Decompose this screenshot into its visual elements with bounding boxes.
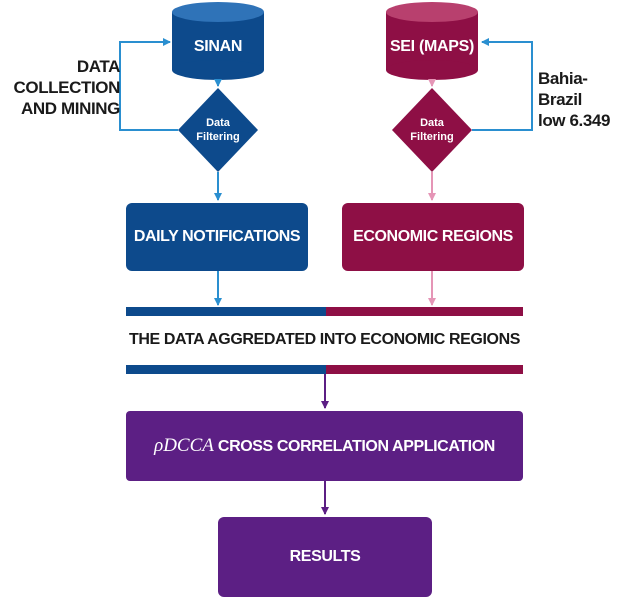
right-filter-label: Data Filtering (402, 116, 462, 144)
annotation-right-line1: Bahia-Brazil (538, 69, 588, 109)
annotation-right-line2: low 6.349 (538, 111, 610, 130)
annotation-left-line1: DATA (76, 57, 120, 76)
left-filter-line1: Data (206, 117, 230, 129)
annotation-left-line2: COLLECTION (13, 78, 121, 97)
cross-correlation-label: ρDCCA CROSS CORRELATION APPLICATION (154, 435, 495, 457)
daily-notifications-label: DAILY NOTIFICATIONS (133, 228, 301, 245)
results-label: RESULTS (289, 548, 361, 565)
sinan-cylinder (172, 2, 264, 80)
sei-cylinder (386, 2, 478, 80)
aggregated-bottom-bar-blue (126, 365, 326, 374)
aggregated-top-bar-blue (126, 307, 326, 316)
bahia-annotation: Bahia-Brazil low 6.349 (538, 68, 626, 131)
left-filter-line2: Filtering (196, 131, 240, 143)
left-loop-arrow (119, 38, 178, 131)
daily-notifications-box: DAILY NOTIFICATIONS (126, 203, 308, 271)
aggregated-bottom-bar-crimson (326, 365, 523, 374)
right-filter-line2: Filtering (410, 131, 454, 143)
left-filter-diamond (178, 88, 258, 172)
right-filter-line1: Data (420, 117, 444, 129)
data-collection-annotation: DATA COLLECTION AND MINING (10, 56, 121, 119)
annotation-left-line3: AND MINING (21, 99, 120, 118)
economic-regions-box: ECONOMIC REGIONS (342, 203, 524, 271)
right-loop-arrow (472, 38, 533, 131)
right-filter-diamond (392, 88, 472, 172)
left-filter-label: Data Filtering (188, 116, 248, 144)
sei-label: SEI (MAPS) (389, 38, 475, 55)
cross-correlation-box: ρDCCA CROSS CORRELATION APPLICATION (126, 411, 523, 481)
aggregated-top-bar-crimson (326, 307, 523, 316)
cross-correlation-text: CROSS CORRELATION APPLICATION (217, 438, 495, 455)
aggregated-label: THE DATA AGGREDATED INTO ECONOMIC REGION… (128, 331, 520, 348)
results-box: RESULTS (218, 517, 432, 597)
rho-dcca-symbol: ρDCCA (154, 435, 214, 456)
sinan-label: SINAN (193, 38, 243, 55)
economic-regions-label: ECONOMIC REGIONS (353, 228, 513, 245)
